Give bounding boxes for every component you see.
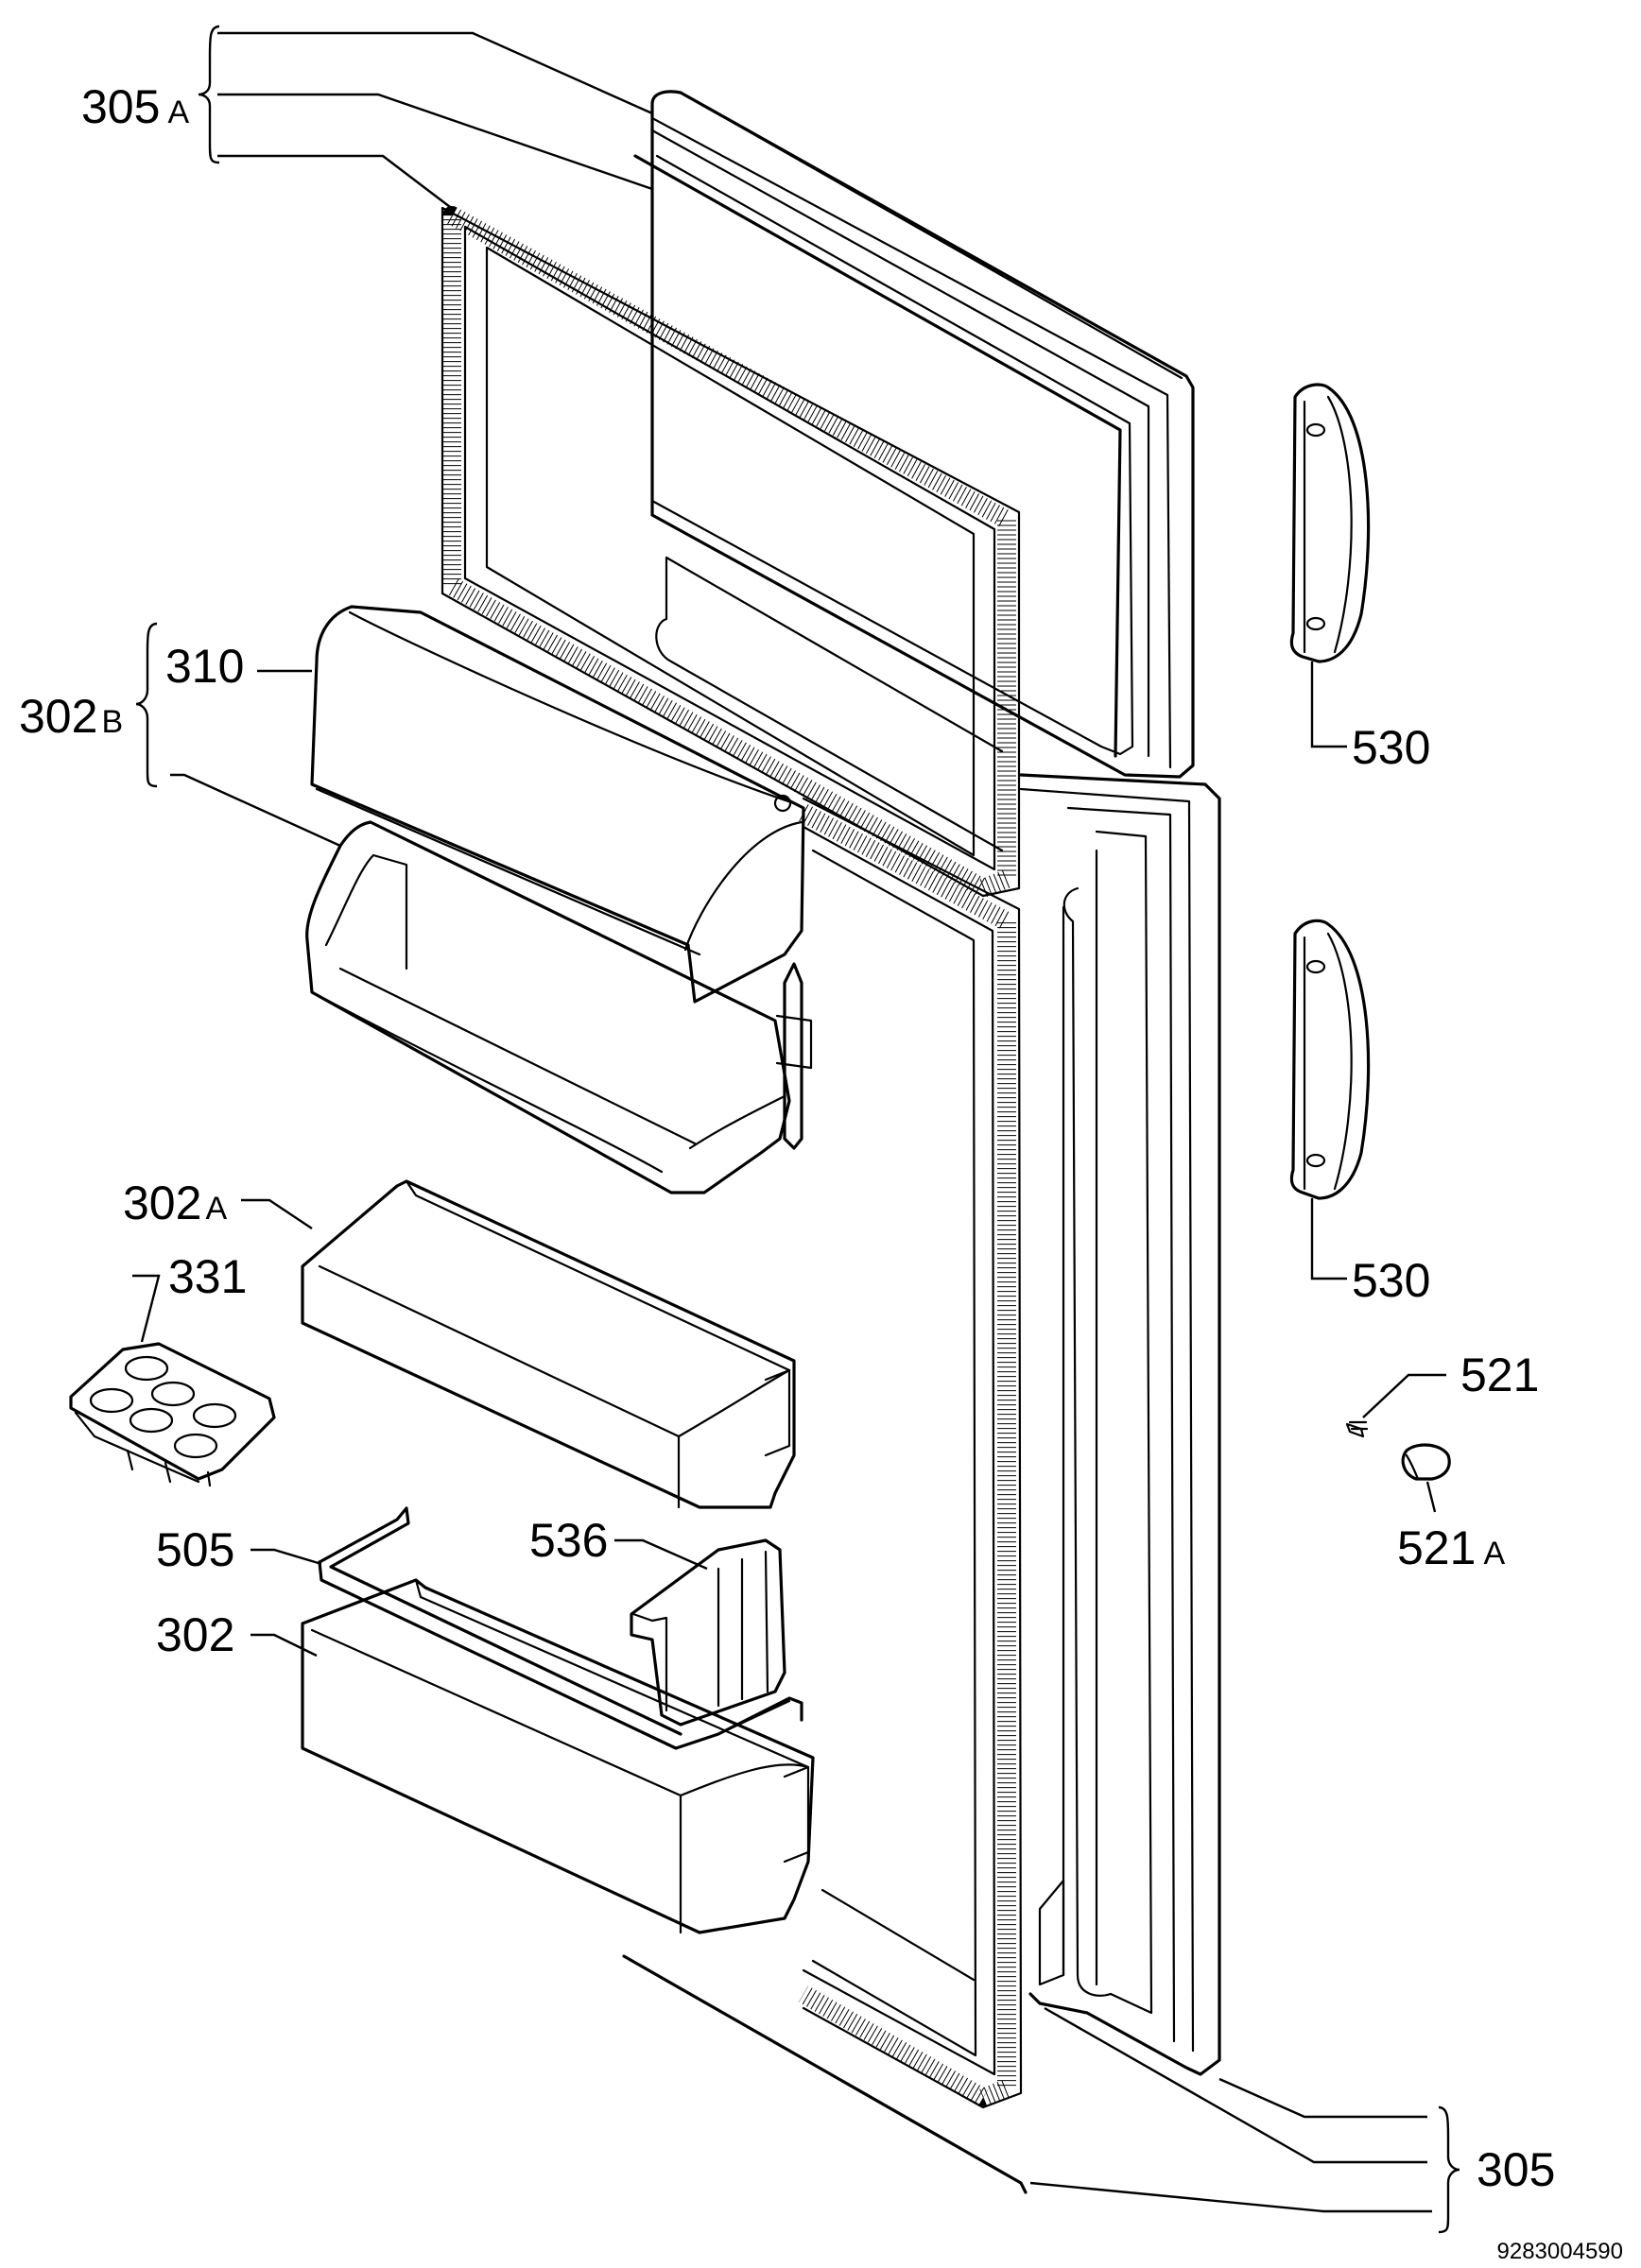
drawing-code: 9283004590: [1497, 2239, 1623, 2264]
dairy-compartment-part-310: [310, 605, 805, 1004]
door-shelf-part-302b: [305, 820, 813, 1194]
label-530-top: 530: [1352, 721, 1430, 774]
door-shelf-part-302a: [301, 1179, 796, 1509]
label-310: 310: [165, 640, 244, 693]
label-521: 521: [1460, 1349, 1539, 1401]
label-302a-number: 302: [123, 1177, 201, 1229]
fridge-door-gasket: [798, 797, 1023, 2109]
egg-tray-part-331: [69, 1342, 276, 1487]
label-536: 536: [529, 1514, 608, 1567]
door-handle-part-530-top: [1289, 383, 1371, 663]
label-305: 305: [1477, 2143, 1555, 2196]
screw-part-521: [1345, 1420, 1369, 1438]
cover-cap-part-521a: [1401, 1443, 1451, 1481]
label-530-bottom: 530: [1352, 1254, 1430, 1307]
label-305a-number: 305: [81, 80, 160, 133]
fridge-door-part-305: [622, 773, 1221, 2194]
label-302: 302: [156, 1608, 234, 1661]
door-handle-part-530-bottom: [1289, 919, 1371, 1200]
freezer-door-part-305a: [633, 90, 1195, 779]
bottle-divider-part-536: [630, 1538, 786, 1727]
label-302b-number: 302: [19, 690, 97, 743]
label-302a-suffix: A: [205, 1191, 227, 1227]
label-521a-number: 521: [1397, 1521, 1476, 1574]
callout-braces: [135, 25, 1460, 2234]
label-521a-suffix: A: [1483, 1536, 1505, 1572]
label-305a-suffix: A: [167, 94, 189, 130]
freezer-door-gasket: [440, 206, 1021, 898]
door-shelf-part-302: [301, 1578, 815, 1934]
leader-lines: [132, 31, 1446, 2213]
label-302b-suffix: B: [101, 704, 123, 740]
bottle-guard-part-505: [318, 1506, 803, 1750]
label-331: 331: [168, 1250, 247, 1303]
label-505: 505: [156, 1523, 234, 1576]
freezer-door-liner: [655, 556, 1004, 852]
